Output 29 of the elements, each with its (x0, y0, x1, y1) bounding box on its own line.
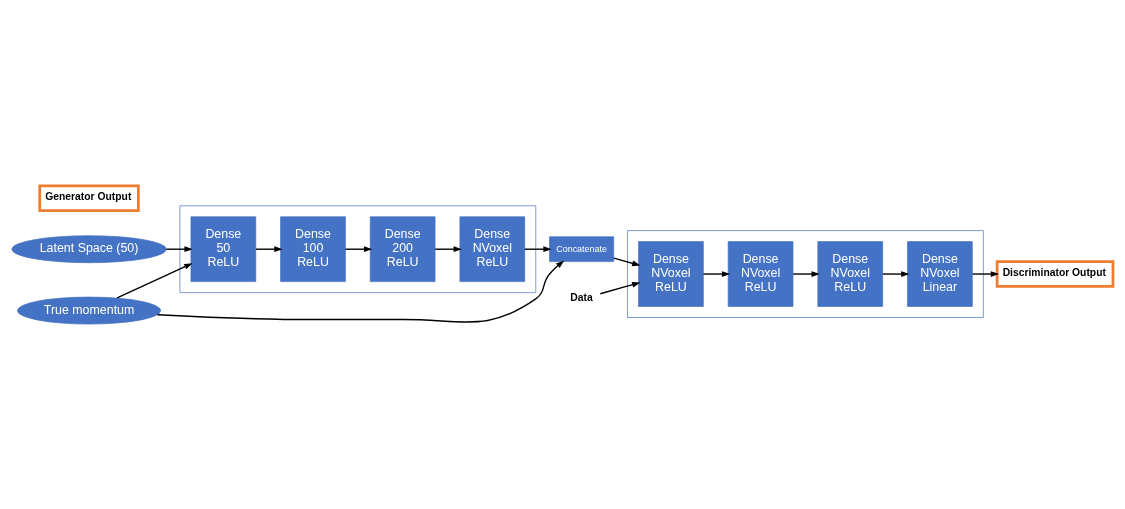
node-box: Dense NVoxel ReLU (638, 240, 704, 307)
arrow (599, 281, 641, 294)
node-text: Data (570, 291, 593, 303)
node-box: Dense 200 ReLU (369, 215, 436, 282)
node-box: Concatenate (549, 235, 615, 262)
arrow (524, 245, 552, 252)
cluster (627, 229, 984, 318)
arrow (613, 256, 641, 266)
arrow (702, 270, 731, 277)
node-box: Discriminator Output (995, 259, 1115, 288)
node-box: Dense NVoxel ReLU (459, 215, 526, 282)
node-box: Dense 50 ReLU (190, 215, 257, 282)
arrow (792, 270, 820, 277)
node-ellipse: Latent Space (50) (11, 234, 167, 263)
node-box: Dense 100 ReLU (280, 215, 346, 282)
arrow (882, 270, 910, 277)
cluster (179, 204, 537, 293)
arrow (344, 245, 373, 252)
node-box: Dense NVoxel ReLU (817, 240, 883, 307)
arrow (434, 245, 462, 252)
node-ellipse: True momentum (17, 296, 162, 324)
arrow (116, 262, 193, 299)
arrow (255, 245, 283, 252)
arrow (156, 259, 565, 323)
node-box: Generator Output (38, 183, 140, 212)
arrow (165, 245, 193, 252)
arrow (971, 270, 1000, 277)
node-box: Dense NVoxel ReLU (727, 240, 794, 307)
node-box: Dense NVoxel Linear (907, 240, 973, 307)
